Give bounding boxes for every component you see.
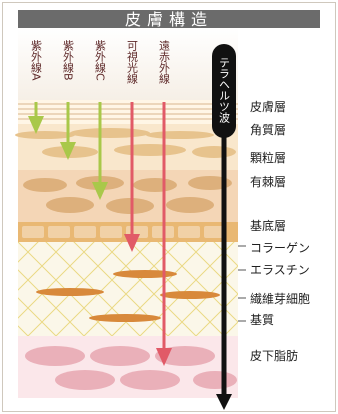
layer-label-collagen: コラーゲン xyxy=(250,241,310,255)
label-uva: 紫外線A xyxy=(30,40,43,81)
upper-background xyxy=(18,28,238,100)
label-uvb: 紫外線B xyxy=(62,40,75,81)
label-connectors xyxy=(238,245,246,322)
dermis xyxy=(18,242,238,336)
corneum-lines xyxy=(18,103,238,120)
layer-label-kitei: 基底層 xyxy=(250,218,286,233)
layer-label-karyu: 顆粒層 xyxy=(250,150,286,165)
basal-cells xyxy=(22,226,226,238)
subcutaneous xyxy=(18,336,238,398)
fat-cells xyxy=(25,346,237,390)
arrowhead-far-ir xyxy=(156,348,172,366)
diagram-title: 皮膚構造 xyxy=(125,10,213,29)
terahertz-beam: テラヘルツ波 xyxy=(212,44,236,410)
terahertz-arrowhead xyxy=(216,394,232,410)
arrowhead-uva xyxy=(28,116,44,134)
layer-label-yukyoku: 有棘層 xyxy=(250,175,286,189)
subcutaneous-background xyxy=(18,336,238,398)
arrowhead-visible xyxy=(124,234,140,252)
epidermis xyxy=(15,100,238,242)
arrowhead-uvb xyxy=(60,142,76,160)
terahertz-label-pill xyxy=(212,44,236,138)
layer-label-fibroblast: 繊維芽細胞 xyxy=(250,292,310,306)
layer-label-subcutaneous-fat: 皮下脂肪 xyxy=(250,348,298,363)
label-far-ir: 遠赤外線 xyxy=(158,40,171,84)
spinous-cells xyxy=(23,176,232,214)
ray-arrows xyxy=(28,102,172,366)
ray-labels: 紫外線A 紫外線B 紫外線C 可視光線 遠赤外線 xyxy=(30,40,171,84)
layer-label-kakushitsu: 角質層 xyxy=(250,122,286,137)
layer-labels: 皮膚層 角質層 顆粒層 有棘層 基底層 コラーゲン エラスチン 繊維芽細胞 基質… xyxy=(250,99,310,363)
dermis-spindle-cells xyxy=(36,270,220,322)
label-terahertz: テラヘルツ波 xyxy=(218,57,231,124)
layer-label-elastin: エラスチン xyxy=(250,263,310,277)
layer-label-hifu: 皮膚層 xyxy=(250,99,286,114)
arrowhead-uvc xyxy=(92,182,108,200)
layer-label-kishitsu: 基質 xyxy=(250,312,274,327)
label-visible: 可視光線 xyxy=(126,40,139,84)
label-uvc: 紫外線C xyxy=(94,40,107,81)
title-bar xyxy=(18,10,320,28)
